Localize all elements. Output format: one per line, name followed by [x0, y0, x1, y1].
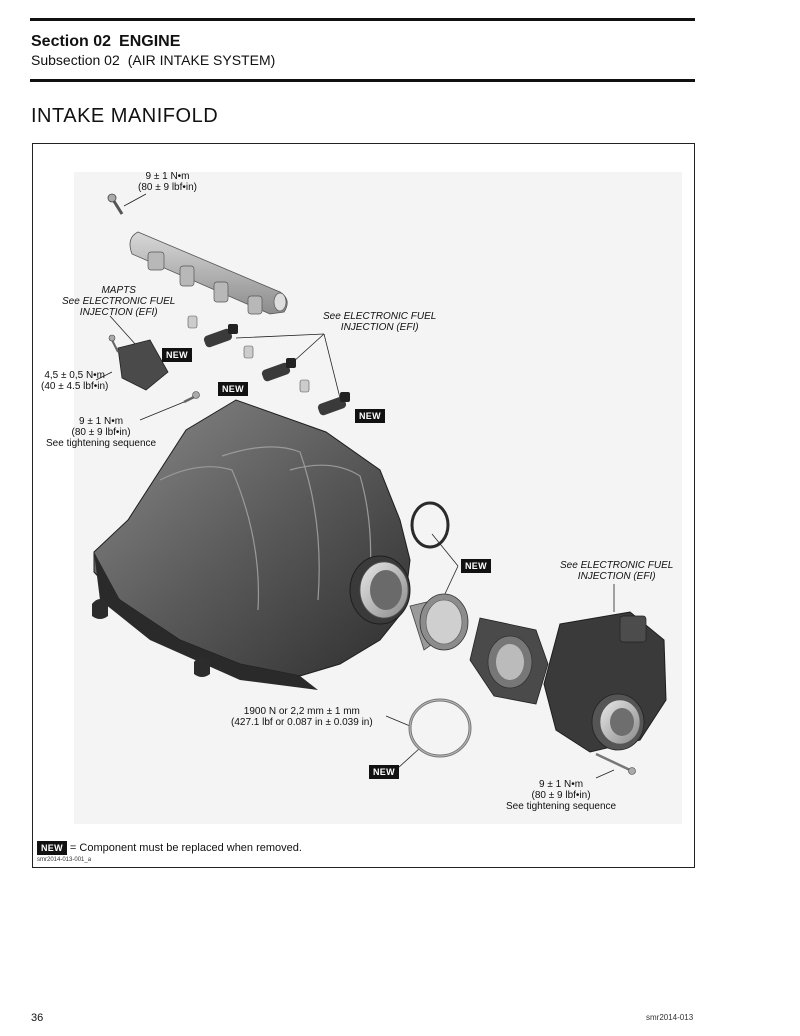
mapts-reference: See ELECTRONIC FUEL: [62, 296, 176, 307]
throttle-efi-callout: See ELECTRONIC FUEL INJECTION (EFI): [560, 560, 673, 582]
mapts-reference-cont: INJECTION (EFI): [79, 307, 158, 318]
section-name: ENGINE: [119, 33, 181, 50]
throttle-torque-imperial: (80 ± 9 lbf•in): [531, 790, 591, 801]
sensor-torque-imperial: (40 ± 4.5 lbf•in): [41, 381, 109, 392]
subsection-name: (AIR INTAKE SYSTEM): [127, 52, 276, 68]
page-number: 36: [31, 1012, 44, 1024]
rail-torque-imperial: (80 ± 9 lbf•in): [138, 182, 198, 193]
throttle-efi-reference: See ELECTRONIC FUEL: [560, 560, 674, 571]
page-title: INTAKE MANIFOLD: [31, 105, 219, 127]
fuel-rail: [129, 231, 288, 315]
manifold-tightening-note: See tightening sequence: [46, 438, 157, 449]
throttle-adaptor: [469, 617, 549, 705]
section-label: Section 02: [31, 33, 112, 50]
injectors-reference: See ELECTRONIC FUEL: [323, 311, 437, 322]
rail-torque-callout: 9 ± 1 N•m (80 ± 9 lbf•in): [138, 171, 197, 193]
legend-new-badge: NEW: [37, 841, 67, 855]
manifold-bolt: [183, 391, 200, 404]
throttle-torque-callout: 9 ± 1 N•m (80 ± 9 lbf•in) See tightening…: [506, 779, 616, 812]
new-badge-injector-1: NEW: [162, 348, 192, 362]
clamp-callout: 1900 N or 2,2 mm ± 1 mm (427.1 lbf or 0.…: [231, 706, 373, 728]
mapts-callout: MAPTS See ELECTRONIC FUEL INJECTION (EFI…: [62, 285, 175, 318]
rail-bolt: [107, 193, 124, 215]
clamp-force-value: 1900 N or 2,2 mm ± 1 mm: [243, 706, 360, 717]
throttle-tightening-note: See tightening sequence: [506, 801, 617, 812]
manifold-torque-callout: 9 ± 1 N•m (80 ± 9 lbf•in) See tightening…: [46, 416, 156, 449]
sensor-torque-value: 4,5 ± 0,5 N•m: [44, 370, 106, 381]
document-code: smr2014-013: [646, 1013, 694, 1022]
manifold-gasket: [410, 501, 450, 549]
rail-torque-value: 9 ± 1 N•m: [145, 171, 190, 182]
clamp-force-imperial: (427.1 lbf or 0.087 in ± 0.039 in): [231, 717, 373, 728]
intake-sleeve: [409, 593, 469, 651]
new-badge-injector-2: NEW: [218, 382, 248, 396]
throttle-efi-reference-cont: INJECTION (EFI): [577, 571, 656, 582]
legend-text: = Component must be replaced when remove…: [69, 842, 302, 854]
new-badge-gasket: NEW: [461, 559, 491, 573]
subsection-label: Subsection 02: [31, 52, 120, 68]
injectors-callout: See ELECTRONIC FUEL INJECTION (EFI): [323, 311, 436, 333]
mapts-label: MAPTS: [101, 285, 136, 296]
injectors-reference-cont: INJECTION (EFI): [340, 322, 419, 333]
throttle-body: [543, 611, 667, 753]
header-rule-bottom: [30, 79, 695, 82]
figure-id: smr2014-013-001_a: [37, 857, 92, 863]
manifold-torque-value: 9 ± 1 N•m: [79, 416, 124, 427]
subsection-heading: Subsection 02 (AIR INTAKE SYSTEM): [31, 52, 275, 68]
manifold-torque-imperial: (80 ± 9 lbf•in): [71, 427, 131, 438]
hose-clamp: [408, 698, 472, 758]
header-rule-top: [30, 18, 695, 21]
new-badge-injector-3: NEW: [355, 409, 385, 423]
section-heading: Section 02 ENGINE: [31, 33, 180, 51]
sensor-torque-callout: 4,5 ± 0,5 N•m (40 ± 4.5 lbf•in): [41, 370, 108, 392]
figure-legend: NEW= Component must be replaced when rem…: [37, 841, 302, 855]
rubber-mounts: [92, 599, 210, 677]
throttle-bolt: [595, 752, 636, 775]
throttle-torque-value: 9 ± 1 N•m: [539, 779, 584, 790]
fuel-injectors: [187, 315, 350, 416]
map-sensor: [108, 334, 169, 391]
new-badge-clamp: NEW: [369, 765, 399, 779]
